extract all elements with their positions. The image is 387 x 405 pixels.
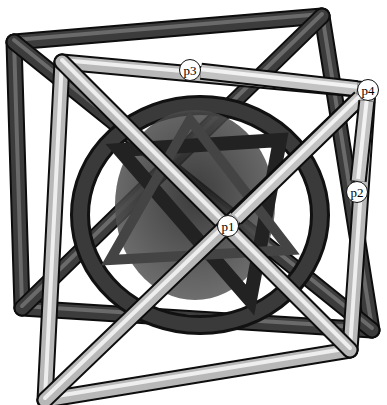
dark-tube <box>14 14 322 42</box>
point-marker: p3 <box>179 59 201 81</box>
point-label: p3 <box>184 64 197 77</box>
point-label: p1 <box>222 220 235 233</box>
point-marker: p4 <box>357 79 379 101</box>
light-tube <box>45 60 62 400</box>
point-marker: p1 <box>217 215 239 237</box>
dark-tube <box>14 40 22 308</box>
tube-connector <box>236 96 360 219</box>
tube-connector <box>201 69 357 89</box>
point-label: p2 <box>351 186 364 199</box>
point-marker: p2 <box>346 181 368 203</box>
light-tube <box>62 60 350 350</box>
light-tube <box>62 60 368 90</box>
point-label: p4 <box>362 84 375 97</box>
tube-connector <box>358 99 367 181</box>
light-tube <box>45 88 368 400</box>
light-tube <box>350 88 368 350</box>
